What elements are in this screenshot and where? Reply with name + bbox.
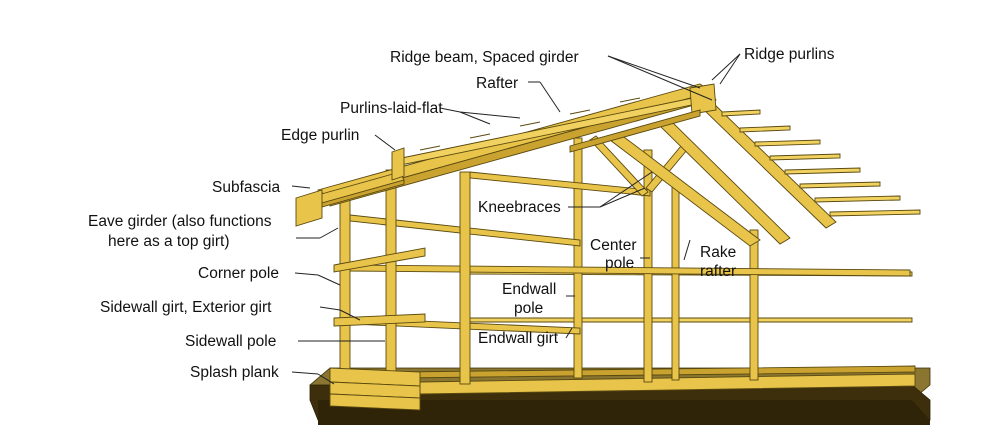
ridge-beam: [569, 83, 717, 153]
edge-purlin: [295, 147, 405, 227]
label-ridge-purlins: Ridge purlins: [744, 46, 835, 63]
label-kneebraces: Kneebraces: [478, 199, 561, 216]
far-poles: [573, 137, 759, 383]
right-purlins: [721, 109, 921, 217]
label-eave-girder-1: Eave girder (also functions: [88, 213, 272, 230]
label-edge-purlin: Edge purlin: [281, 127, 359, 144]
label-endwall-pole-2: pole: [514, 300, 543, 317]
label-ridge-beam: Ridge beam, Spaced girder: [390, 49, 579, 66]
label-sidewall-pole: Sidewall pole: [185, 333, 276, 350]
left-roof-slope: [299, 83, 717, 213]
exterior-girts: [333, 247, 426, 327]
label-endwall-girt: Endwall girt: [478, 330, 559, 347]
label-subfascia: Subfascia: [212, 179, 280, 196]
label-eave-girder-2: here as a top girt): [108, 233, 229, 250]
near-poles: [339, 169, 471, 385]
leader-lines: [291, 53, 741, 385]
label-corner-pole: Corner pole: [198, 265, 279, 282]
label-center-pole-2: pole: [605, 255, 634, 272]
label-rafter: Rafter: [476, 75, 518, 92]
label-splash-plank: Splash plank: [190, 364, 279, 381]
label-rake-rafter-1: Rake: [700, 244, 736, 261]
label-rake-rafter-2: rafter: [700, 263, 736, 280]
label-center-pole-1: Center: [590, 237, 637, 254]
label-purlins-laid-flat: Purlins-laid-flat: [340, 100, 443, 117]
label-endwall-pole-1: Endwall: [502, 281, 556, 298]
labels: Ridge beam, Spaced girder Ridge purlins …: [88, 46, 835, 381]
splash-planks: [329, 367, 421, 411]
label-sidewall-girt: Sidewall girt, Exterior girt: [100, 299, 272, 316]
